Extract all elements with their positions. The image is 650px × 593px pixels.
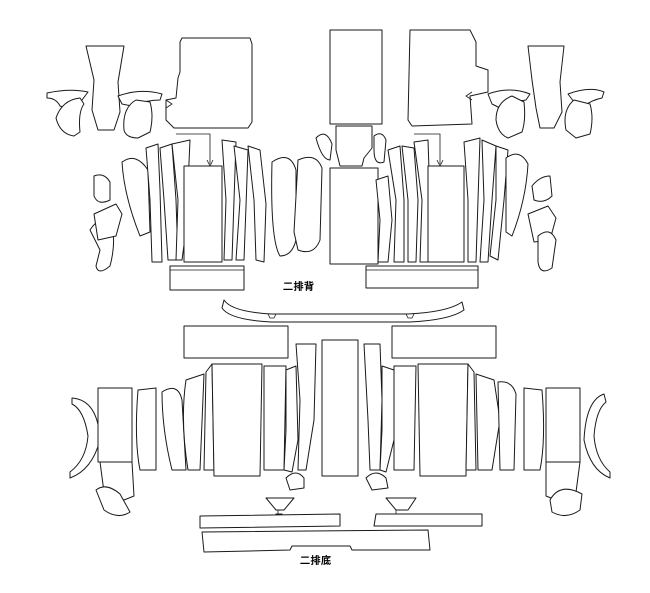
pattern-piece xyxy=(527,45,565,129)
pattern-piece xyxy=(393,365,417,471)
middle-bands xyxy=(183,299,497,359)
pattern-piece xyxy=(135,387,157,471)
left-curve-piece-b xyxy=(123,99,153,139)
pattern-piece xyxy=(583,393,611,479)
pattern-piece xyxy=(537,231,557,272)
pattern-piece xyxy=(531,175,553,202)
pattern-piece xyxy=(145,143,163,263)
pattern-piece xyxy=(391,325,497,359)
pattern-piece xyxy=(182,373,205,471)
pattern-piece xyxy=(335,125,373,167)
upper-right-strips xyxy=(365,137,557,289)
pattern-piece xyxy=(523,387,545,471)
pattern-piece xyxy=(201,529,431,553)
pattern-piece xyxy=(95,486,131,516)
cut-guide-line xyxy=(405,313,415,319)
pattern-piece xyxy=(373,133,387,164)
pattern-piece xyxy=(97,387,133,463)
pattern-piece xyxy=(463,137,481,263)
pattern-piece xyxy=(475,373,501,471)
left-curve-piece-a xyxy=(55,97,85,137)
pattern-piece xyxy=(387,145,405,263)
pattern-piece xyxy=(93,203,123,241)
pattern-piece xyxy=(285,472,305,491)
pattern-piece xyxy=(545,387,581,463)
upper-left-group xyxy=(46,37,253,167)
cut-guide-line xyxy=(465,91,473,101)
pattern-piece xyxy=(221,299,465,323)
pattern-piece xyxy=(247,145,267,263)
pattern-piece xyxy=(379,365,395,473)
pattern-piece xyxy=(417,363,469,477)
pattern-piece xyxy=(69,397,101,479)
upper-right-group xyxy=(407,29,605,167)
pattern-piece xyxy=(233,145,249,261)
lower-left-group xyxy=(69,343,317,516)
bottom-strips xyxy=(199,497,483,553)
left-pillar-piece xyxy=(85,45,125,131)
pattern-piece xyxy=(329,29,383,125)
lower-right-group xyxy=(379,363,611,516)
pattern-piece xyxy=(93,174,111,203)
pattern-piece xyxy=(373,513,483,527)
pattern-piece xyxy=(407,29,489,127)
left-square-panel xyxy=(165,37,253,129)
lower-center xyxy=(321,339,389,491)
cut-guide-line xyxy=(414,133,441,164)
pattern-piece xyxy=(283,365,299,473)
pattern-piece xyxy=(385,497,417,511)
pattern-piece xyxy=(497,381,517,471)
pattern-piece xyxy=(221,139,237,261)
pattern-piece xyxy=(495,95,526,139)
pattern-piece xyxy=(265,497,295,511)
pattern-piece xyxy=(293,156,323,253)
pattern-piece xyxy=(295,343,317,471)
pattern-piece xyxy=(199,513,341,529)
pattern-piece xyxy=(489,145,509,261)
upper-left-strips xyxy=(89,139,267,291)
pattern-piece xyxy=(549,488,583,516)
pattern-piece xyxy=(375,175,393,263)
pattern-piece xyxy=(315,133,333,161)
pattern-piece xyxy=(564,99,593,139)
cut-guide-line xyxy=(176,133,211,164)
pattern-piece xyxy=(271,157,297,257)
pattern-piece xyxy=(121,157,151,237)
center-column xyxy=(271,29,387,265)
pattern-piece xyxy=(365,472,389,491)
cut-guide-line xyxy=(267,313,277,319)
pattern-piece xyxy=(401,145,419,263)
pattern-piece xyxy=(329,167,379,265)
pattern-piece xyxy=(211,363,263,477)
upper-section-label: 二排背 xyxy=(283,282,315,293)
pattern-piece xyxy=(505,153,529,237)
pattern-piece xyxy=(263,365,287,471)
lower-section-label: 二排底 xyxy=(300,556,332,567)
cut-guide-line xyxy=(165,99,173,109)
pattern-piece xyxy=(365,265,479,289)
pattern-piece xyxy=(427,165,465,263)
pattern-piece xyxy=(183,325,289,359)
pattern-piece xyxy=(161,387,187,471)
pattern-piece xyxy=(465,363,477,471)
pattern-piece xyxy=(321,339,359,477)
pattern-piece xyxy=(363,343,383,471)
pattern-piece xyxy=(183,165,223,263)
